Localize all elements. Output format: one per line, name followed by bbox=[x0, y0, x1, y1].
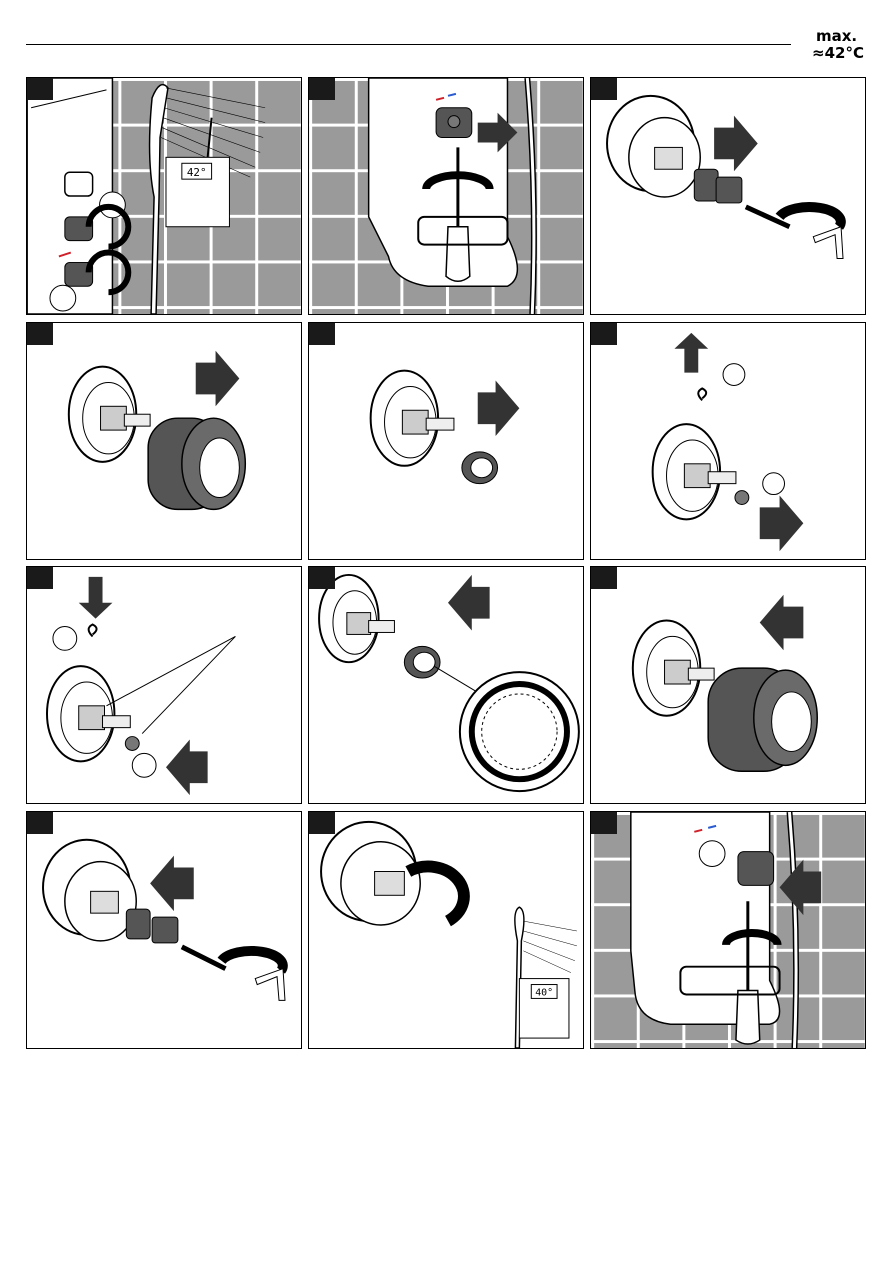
step-number-4 bbox=[27, 323, 53, 345]
step-9-illustration bbox=[591, 567, 865, 803]
step-2-illustration bbox=[309, 78, 583, 314]
step-panel-4 bbox=[26, 322, 302, 560]
step-number-8 bbox=[309, 567, 335, 589]
step-8-illustration bbox=[309, 567, 583, 803]
step-1-illustration: 42° bbox=[27, 78, 301, 314]
step-number-6 bbox=[591, 323, 617, 345]
max-label: max. bbox=[812, 28, 882, 44]
step-number-10 bbox=[27, 812, 53, 834]
step-number-5 bbox=[309, 323, 335, 345]
step-panel-7 bbox=[26, 566, 302, 804]
step-11-illustration: 40° bbox=[309, 812, 583, 1048]
step-panel-3 bbox=[590, 77, 866, 315]
step-panel-10 bbox=[26, 811, 302, 1049]
step-4-illustration bbox=[27, 323, 301, 559]
step-number-3 bbox=[591, 78, 617, 100]
step-panel-2 bbox=[308, 77, 584, 315]
step-panel-12 bbox=[590, 811, 866, 1049]
step-panel-11: 40° bbox=[308, 811, 584, 1049]
step-number-12 bbox=[591, 812, 617, 834]
step-5-illustration bbox=[309, 323, 583, 559]
header-rule bbox=[26, 44, 791, 45]
max-temp-value: ≈42°C bbox=[812, 44, 882, 62]
step-3-illustration bbox=[591, 78, 865, 314]
step-number-7 bbox=[27, 567, 53, 589]
step-number-2 bbox=[309, 78, 335, 100]
step-6-illustration bbox=[591, 323, 865, 559]
max-temperature-note: max. ≈42°C bbox=[812, 28, 882, 62]
step-number-9 bbox=[591, 567, 617, 589]
step-panel-5 bbox=[308, 322, 584, 560]
step-panel-8 bbox=[308, 566, 584, 804]
step-panel-9 bbox=[590, 566, 866, 804]
step-12-illustration bbox=[591, 812, 865, 1048]
step-7-illustration bbox=[27, 567, 301, 803]
step-1-readout: 42° bbox=[187, 166, 207, 179]
step-number-1 bbox=[27, 78, 53, 100]
step-10-illustration bbox=[27, 812, 301, 1048]
step-11-readout: 40° bbox=[535, 987, 553, 998]
step-panel-1: 42° bbox=[26, 77, 302, 315]
step-number-11 bbox=[309, 812, 335, 834]
step-panel-6 bbox=[590, 322, 866, 560]
